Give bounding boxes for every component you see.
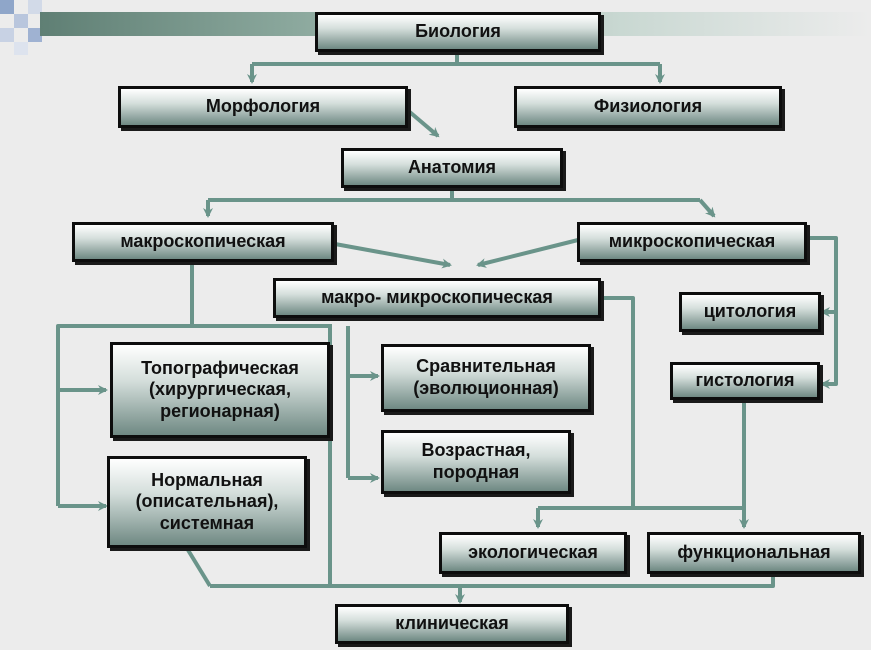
node-topographic: Топографическая (хирургическая, регионар… bbox=[110, 342, 330, 438]
node-normal: Нормальная (описательная), системная bbox=[107, 456, 307, 548]
edge-normal-clinical bbox=[186, 548, 212, 588]
node-histology: гистология bbox=[670, 362, 820, 400]
node-microscopic-label: микроскопическая bbox=[608, 231, 776, 252]
edge-macromicro-right bbox=[600, 296, 635, 508]
edge-microscopic-macromicro bbox=[476, 238, 579, 268]
node-biology: Биология bbox=[315, 12, 601, 52]
node-morphology: Морфология bbox=[118, 86, 408, 128]
node-age-label: Возрастная, породная bbox=[421, 440, 531, 482]
node-clinical-label: клиническая bbox=[395, 613, 509, 634]
node-histology-label: гистология bbox=[695, 370, 795, 391]
node-comparative-label: Сравнительная (эволюционная) bbox=[413, 356, 559, 398]
node-morphology-label: Морфология bbox=[205, 96, 321, 117]
node-ecological: экологическая bbox=[439, 532, 627, 574]
node-functional: функциональная bbox=[647, 532, 861, 574]
node-cytology: цитология bbox=[679, 292, 821, 332]
edge-left-bus bbox=[56, 324, 332, 506]
node-anatomy-label: Анатомия bbox=[407, 157, 497, 178]
edge-microscopic-histology bbox=[820, 312, 838, 389]
node-normal-label: Нормальная (описательная), системная bbox=[135, 469, 279, 533]
node-macro-micro-label: макро- микроскопическая bbox=[321, 287, 553, 308]
node-cytology-label: цитология bbox=[703, 301, 797, 322]
node-macro-micro: макро- микроскопическая bbox=[273, 278, 601, 318]
node-comparative: Сравнительная (эволюционная) bbox=[381, 344, 591, 412]
node-ecological-label: экологическая bbox=[468, 542, 598, 563]
node-physiology-label: Физиология bbox=[593, 96, 703, 117]
edge-biology-morphology bbox=[252, 62, 660, 82]
edge-anatomy-macroscopic bbox=[208, 198, 700, 216]
node-topographic-label: Топографическая (хирургическая, регионар… bbox=[141, 357, 299, 421]
node-age: Возрастная, породная bbox=[381, 430, 571, 494]
node-clinical: клиническая bbox=[335, 604, 569, 644]
node-functional-label: функциональная bbox=[677, 542, 831, 563]
edge-anatomy-microscopic bbox=[698, 198, 716, 218]
node-macroscopic: макроскопическая bbox=[72, 222, 334, 262]
edge-macroscopic-macromicro bbox=[334, 242, 452, 269]
node-physiology: Физиология bbox=[514, 86, 782, 128]
edge-morphology-anatomy bbox=[403, 106, 440, 138]
edge-microscopic-cytology bbox=[808, 236, 838, 317]
node-macroscopic-label: макроскопическая bbox=[120, 231, 286, 252]
node-microscopic: микроскопическая bbox=[577, 222, 807, 262]
edge-clinical-bus bbox=[210, 574, 775, 588]
node-anatomy: Анатомия bbox=[341, 148, 563, 188]
node-biology-label: Биология bbox=[415, 21, 501, 42]
